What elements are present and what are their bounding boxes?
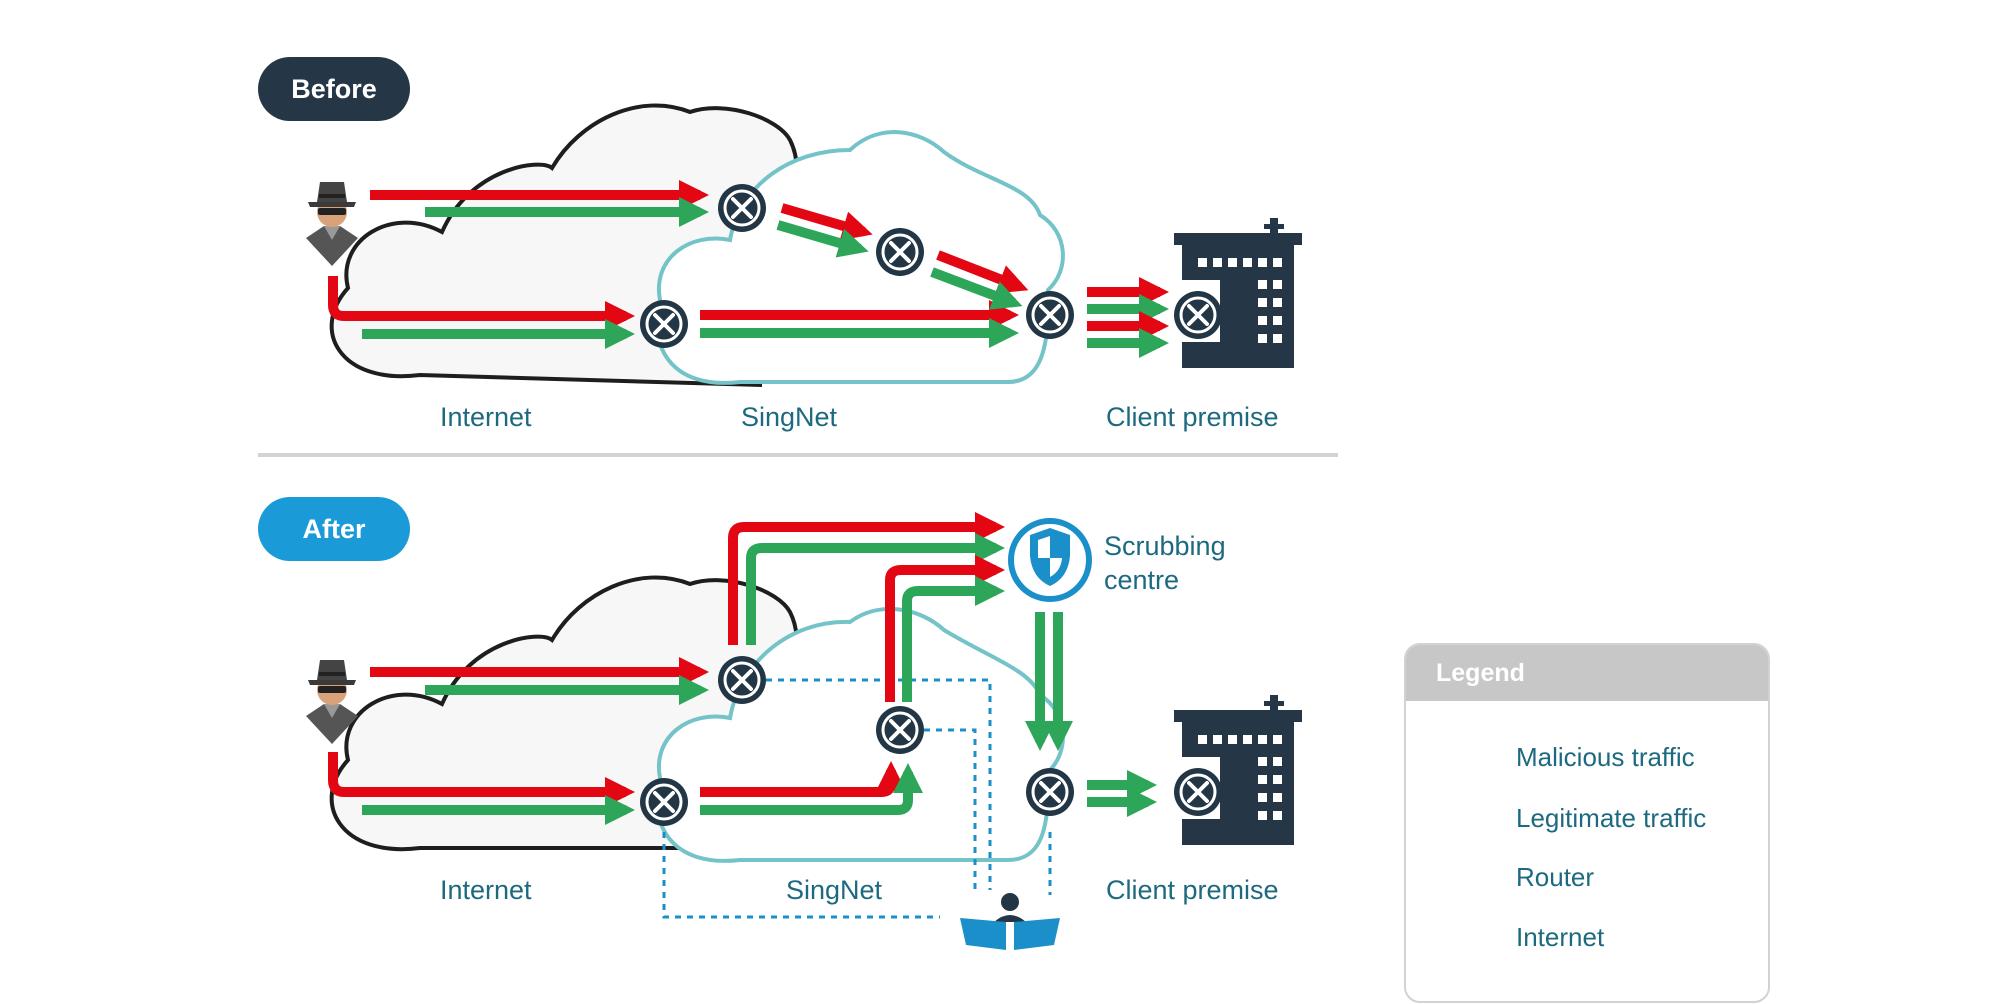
internet-label: Internet — [440, 402, 532, 432]
legend-item-legitimate: Legitimate traffic — [1406, 794, 1766, 844]
legitimate-arrow — [746, 533, 1005, 645]
router-icon — [716, 654, 768, 706]
router-icon — [1172, 766, 1224, 818]
malicious-arrow — [328, 276, 635, 331]
router-icon — [1024, 289, 1076, 341]
before-panel — [306, 103, 1302, 388]
malicious-arrow — [328, 752, 635, 807]
internet-label: Internet — [440, 875, 532, 905]
legitimate-arrow — [776, 220, 869, 258]
malicious-arrow — [780, 203, 873, 241]
router-icon — [874, 704, 926, 756]
legitimate-arrow — [902, 576, 1005, 702]
singnet-label: SingNet — [786, 875, 883, 905]
legend-item-router: Router — [1406, 853, 1766, 903]
legend-item-malicious: Malicious traffic — [1406, 733, 1766, 783]
singnet-label: SingNet — [741, 402, 838, 432]
legend-label: Malicious traffic — [1516, 742, 1695, 772]
legend-title: Legend — [1406, 645, 1768, 701]
router-icon — [874, 226, 926, 278]
after-panel — [306, 512, 1302, 950]
scrubbing-centre-icon — [1008, 518, 1092, 602]
legend-label: Router — [1516, 862, 1595, 892]
router-icon — [638, 776, 690, 828]
legend: Legend Malicious traffic Legitimate traf… — [1404, 643, 1770, 1003]
router-icon — [1172, 289, 1224, 341]
client-premise-label: Client premise — [1106, 402, 1279, 432]
router-icon — [638, 298, 690, 350]
operator-icon — [960, 893, 1060, 950]
legitimate-arrow — [700, 763, 923, 815]
monitoring-link — [662, 678, 1052, 919]
after-badge: After — [258, 497, 410, 561]
client-premise-label: Client premise — [1106, 875, 1279, 905]
legend-label: Internet — [1516, 922, 1605, 952]
scrubbing-centre-label: Scrubbing centre — [1104, 531, 1226, 595]
router-icon — [716, 182, 768, 234]
before-badge: Before — [258, 57, 410, 121]
router-icon — [1024, 766, 1076, 818]
legitimate-arrow — [930, 267, 1023, 310]
malicious-arrow — [700, 761, 906, 797]
malicious-arrow — [728, 512, 1005, 645]
malicious-arrow — [885, 555, 1005, 702]
legend-label: Legitimate traffic — [1516, 803, 1707, 833]
legend-item-internet: Internet — [1406, 913, 1766, 963]
